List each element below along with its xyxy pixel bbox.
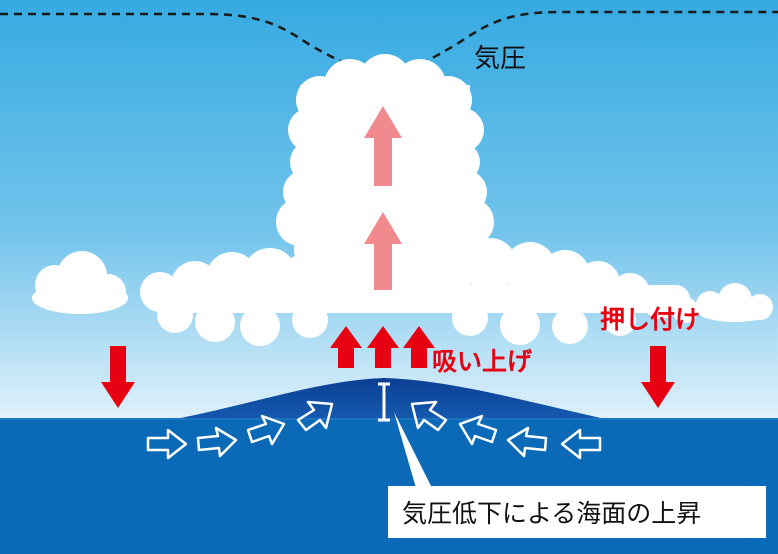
inflow-arrow-left-1 [146, 428, 188, 460]
callout-pointer [394, 412, 432, 488]
inflow-arrow-left-3 [246, 414, 286, 446]
updraft-arrow-bottom [364, 212, 402, 290]
inflow-arrow-right-1 [410, 400, 448, 432]
push-arrow-right [641, 346, 675, 408]
caption-text: 気圧低下による海面の上昇 [402, 499, 702, 528]
inflow-arrow-left-4 [296, 400, 334, 432]
inflow-arrow-right-3 [506, 426, 548, 458]
caption-box [388, 486, 766, 538]
pressure-label: 気圧 [474, 44, 527, 74]
cloud-left [32, 251, 128, 314]
push-down-label: 押し付け [600, 305, 701, 334]
sea-rise-marker [378, 382, 390, 422]
suction-label: 吸い上げ [432, 347, 533, 376]
inflow-arrow-right-4 [560, 428, 602, 460]
inflow-arrows-left [146, 400, 334, 460]
push-arrow-left [101, 346, 135, 408]
inflow-arrow-right-2 [458, 414, 498, 446]
inflow-arrow-left-2 [196, 426, 238, 458]
suction-arrow-left [330, 326, 362, 368]
inflow-arrows-right [410, 400, 602, 460]
updraft-arrow-top [364, 106, 402, 186]
cloud-right [696, 283, 773, 322]
suction-arrow-right [403, 326, 435, 368]
sea-surface-bulge [170, 378, 610, 420]
suction-arrow-center [367, 326, 399, 368]
